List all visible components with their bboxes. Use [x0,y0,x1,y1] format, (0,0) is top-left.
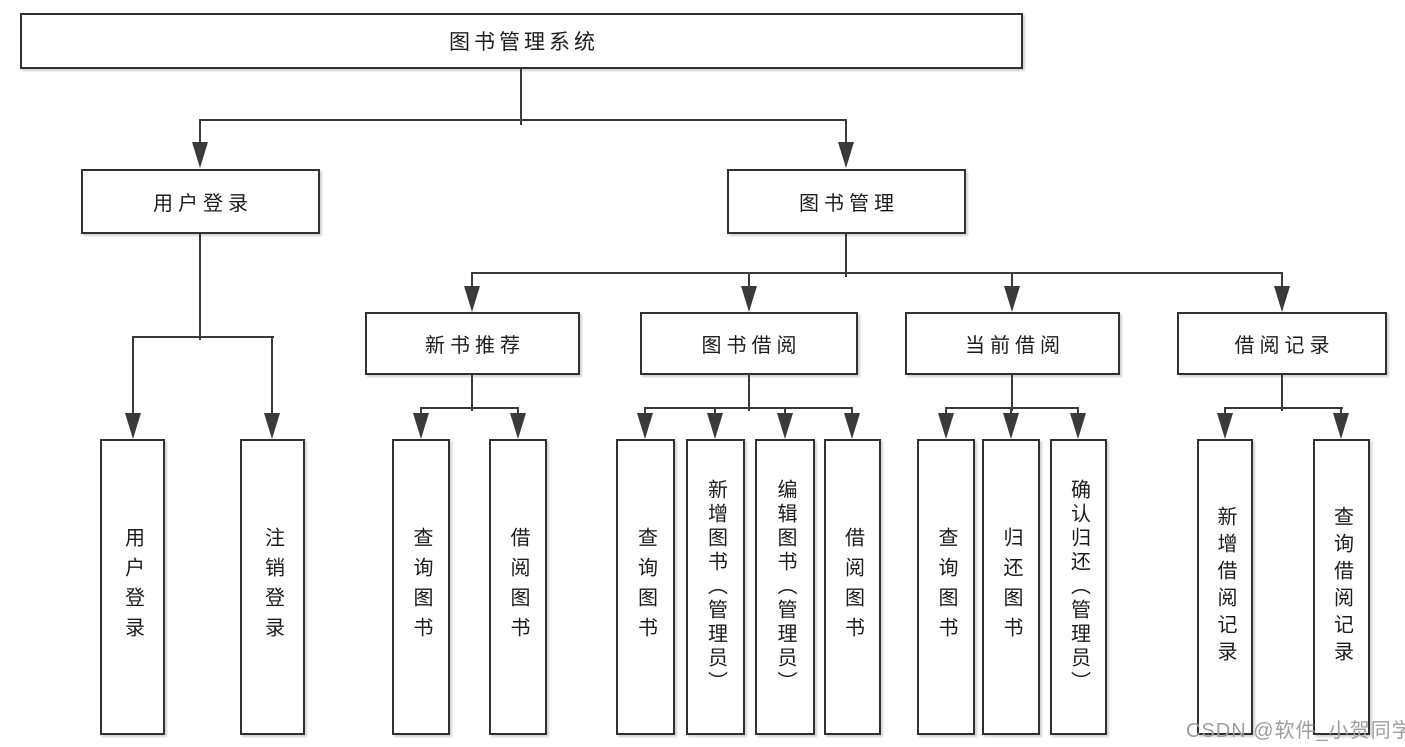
connector-line [845,119,847,143]
leaf-return-books: 归还图书 [982,439,1040,735]
node-label: 用户登录 [153,193,253,215]
leaf-label: 借阅图书 [507,527,529,647]
connector-line [471,272,1283,274]
connector-line [1011,375,1013,411]
leaf-borrow-books-recommend: 借阅图书 [489,439,547,735]
leaf-label: 查询图书 [410,527,432,647]
leaf-label: 新增图书（管理员） [704,479,727,695]
node-label: 借阅记录 [1234,335,1335,357]
connector-line [420,407,422,416]
connector-line [714,407,716,416]
arrowhead-down-icon [1003,413,1019,439]
arrowhead-down-icon [510,413,526,439]
arrowhead-down-icon [1070,413,1086,439]
leaf-query-books-recommend: 查询图书 [392,439,450,735]
leaf-label: 确认归还（管理员） [1067,479,1090,695]
connector-line [199,119,847,121]
arrowhead-down-icon [838,142,854,168]
arrowhead-down-icon [264,413,280,439]
connector-line [1224,407,1226,416]
arrowhead-down-icon [413,413,429,439]
connector-line [1011,272,1013,289]
connector-line [132,336,274,338]
node-label: 图书借阅 [701,335,802,357]
node-label: 图书管理系统 [449,31,599,54]
leaf-label: 编辑图书（管理员） [774,479,796,695]
connector-line [471,272,473,289]
node-label: 当前借阅 [965,335,1065,357]
leaf-edit-books-admin: 编辑图书（管理员） [755,439,815,735]
connector-line [1281,375,1283,411]
arrowhead-down-icon [1274,286,1290,312]
node-book-management: 图书管理 [727,169,966,234]
connector-line [1281,272,1283,289]
connector-line [1224,407,1343,409]
arrowhead-down-icon [777,413,793,439]
leaf-label: 注销登录 [261,527,284,647]
connector-line [945,407,947,416]
csdn-watermark: CSDN @软件_小贺同学 [1186,720,1405,742]
leaf-label: 查询图书 [935,527,957,647]
leaf-borrow-books-borrow: 借阅图书 [824,439,881,735]
arrowhead-down-icon [464,286,480,312]
connector-line [748,375,750,411]
node-book-borrowing: 图书借阅 [640,312,858,375]
leaf-query-books-borrow: 查询图书 [616,439,675,735]
connector-line [132,336,134,414]
leaf-confirm-return-admin: 确认归还（管理员） [1050,439,1107,735]
arrowhead-down-icon [1333,413,1349,439]
arrowhead-down-icon [1004,286,1020,312]
connector-line [748,272,750,289]
connector-line [1340,407,1342,416]
node-label: 新书推荐 [425,335,525,357]
leaf-add-borrow-record: 新增借阅记录 [1197,439,1253,735]
leaf-label: 查询图书 [634,527,657,647]
leaf-user-login: 用户登录 [100,439,165,735]
arrowhead-down-icon [844,413,860,439]
connector-line [644,407,646,416]
node-label: 图书管理 [799,193,899,215]
connector-line [1077,407,1079,416]
connector-line [644,407,853,409]
node-new-book-recommend: 新书推荐 [365,312,580,375]
connector-line [784,407,786,416]
leaf-label: 借阅图书 [841,527,864,647]
node-current-borrowing: 当前借阅 [905,312,1120,375]
connector-line [271,336,273,414]
leaf-add-books-admin: 新增图书（管理员） [686,439,745,735]
leaf-logout: 注销登录 [240,439,305,735]
connector-line [420,407,519,409]
connector-line [1010,407,1012,416]
connector-line [845,234,847,277]
leaf-query-borrow-record: 查询借阅记录 [1313,439,1370,735]
arrowhead-down-icon [637,413,653,439]
connector-line [945,407,1079,409]
arrowhead-down-icon [1217,413,1233,439]
connector-line [517,407,519,416]
arrowhead-down-icon [192,142,208,168]
arrowhead-down-icon [707,413,723,439]
node-borrowing-records: 借阅记录 [1177,312,1387,375]
leaf-label: 用户登录 [121,527,144,647]
node-user-login: 用户登录 [81,169,320,234]
leaf-query-books-current: 查询图书 [917,439,975,735]
connector-line [520,69,522,125]
connector-line [199,119,201,143]
arrowhead-down-icon [741,286,757,312]
leaf-label: 查询借阅记录 [1330,506,1353,668]
connector-line [851,407,853,416]
node-root-library-system: 图书管理系统 [20,13,1023,69]
arrowhead-down-icon [938,413,954,439]
arrowhead-down-icon [125,413,141,439]
connector-line [471,375,473,411]
leaf-label: 归还图书 [1000,527,1022,647]
leaf-label: 新增借阅记录 [1214,506,1236,668]
connector-line [199,234,201,340]
